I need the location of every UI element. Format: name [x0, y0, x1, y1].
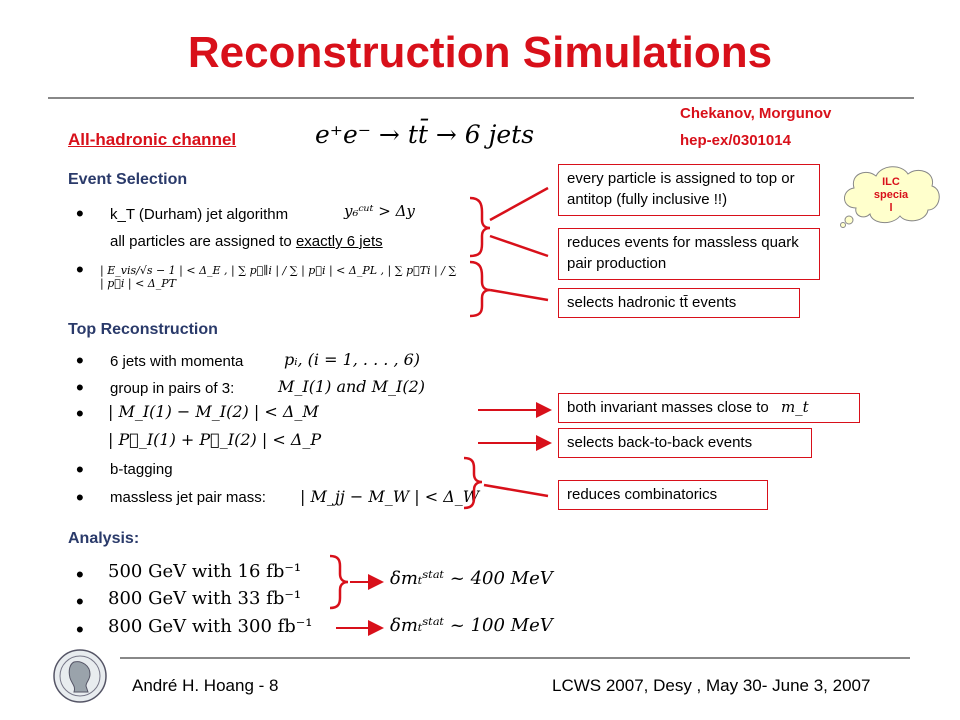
bullet-dot: •	[76, 457, 84, 482]
title-divider	[48, 97, 914, 99]
analysis-result: δmₜˢᵗᵃᵗ ~ 100 MeV	[390, 615, 553, 636]
cloud-line: ILC	[882, 176, 900, 188]
top-reconstruction-heading: Top Reconstruction	[68, 321, 218, 338]
event-bullet-text: k_T (Durham) jet algorithm	[110, 206, 289, 223]
info-box: selects back-to-back events	[558, 428, 812, 458]
institute-seal-icon	[53, 649, 107, 703]
reco-bullet-math: | M_jj − M_W | < Δ_W	[300, 487, 480, 506]
cloud-text: ILC specia l	[866, 176, 916, 215]
footer-divider	[120, 657, 910, 659]
footer-conference: LCWS 2007, Desy , May 30- June 3, 2007	[552, 676, 871, 695]
info-box-math: m_t	[780, 398, 809, 416]
analysis-bullet: 800 GeV with 300 fb⁻¹	[108, 616, 313, 637]
bullet-dot: •	[76, 589, 84, 614]
reco-bullet-text: massless jet pair mass:	[110, 489, 266, 506]
cloud-line: specia	[873, 189, 909, 201]
channel-formula: e⁺e⁻ → tt̄ → 6 jets	[315, 120, 535, 149]
bullet-dot: •	[76, 257, 84, 282]
brace	[469, 196, 491, 258]
cloud-line: l	[889, 202, 893, 214]
arrow-line	[483, 483, 549, 498]
text-underlined: exactly 6 jets	[295, 233, 383, 250]
bullet-dot: •	[76, 617, 84, 642]
page-title: Reconstruction Simulations	[187, 28, 773, 77]
analysis-heading: Analysis:	[68, 530, 140, 547]
reference-arxiv: hep-ex/0301014	[680, 132, 791, 149]
info-box-text: both invariant masses close to	[567, 399, 769, 416]
bullet-dot: •	[76, 375, 84, 400]
analysis-bullet: 500 GeV with 16 fb⁻¹	[108, 561, 302, 582]
info-box: selects hadronic tt̄ events	[558, 288, 800, 318]
info-box: both invariant masses close to m_t	[558, 393, 860, 423]
event-selection-heading: Event Selection	[68, 171, 188, 188]
event-bullet-math: y₆ᶜᵘᵗ > Δy	[344, 202, 415, 220]
channel-label: All-hadronic channel	[68, 130, 237, 149]
reco-bullet-math: | P⃗_I(1) + P⃗_I(2) | < Δ_P	[108, 430, 322, 449]
bullet-dot: •	[76, 201, 84, 226]
footer-author: André H. Hoang - 8	[132, 676, 279, 695]
bullet-dot: •	[76, 562, 84, 587]
text-fragment: all particles are assigned to	[110, 233, 296, 250]
brace	[469, 260, 491, 318]
arrow-line	[489, 288, 549, 302]
analysis-result: δmₜˢᵗᵃᵗ ~ 400 MeV	[390, 568, 553, 589]
event-cuts-math: | E_vis/√s − 1 | < Δ_E , | ∑ p⃗∥i | / ∑ …	[100, 264, 457, 290]
arrow-line	[489, 186, 549, 222]
event-bullet-text: all particles are assigned to exactly 6 …	[110, 233, 383, 250]
speech-cloud-icon	[840, 166, 940, 228]
reco-bullet-math: pᵢ, (i = 1, . . . , 6)	[284, 350, 421, 369]
bullet-dot: •	[76, 401, 84, 426]
reco-bullet-math: M_I(1) and M_I(2)	[278, 377, 425, 396]
info-box: reduces events for massless quark pair p…	[558, 228, 820, 280]
info-box: every particle is assigned to top or ant…	[558, 164, 820, 216]
reco-bullet-text: 6 jets with momenta	[110, 353, 244, 370]
reference-authors: Chekanov, Morgunov	[680, 105, 832, 122]
info-box: reduces combinatorics	[558, 480, 768, 510]
analysis-bullet: 800 GeV with 33 fb⁻¹	[108, 588, 302, 609]
bullet-dot: •	[76, 485, 84, 510]
reco-bullet-text: b-tagging	[110, 461, 173, 478]
brace	[463, 456, 483, 510]
bullet-dot: •	[76, 348, 84, 373]
brace	[329, 554, 349, 610]
reco-bullet-math: | M_I(1) − M_I(2) | < Δ_M	[108, 402, 319, 421]
arrow-line	[489, 234, 549, 258]
reco-bullet-text: group in pairs of 3:	[110, 380, 235, 397]
